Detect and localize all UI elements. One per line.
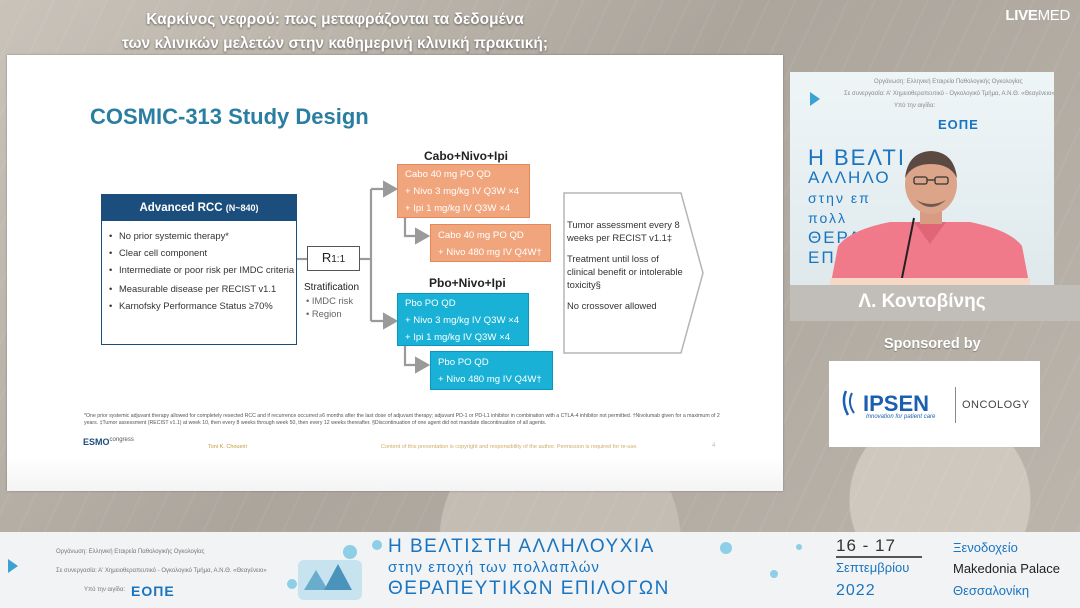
stratification: Stratification • IMDC risk • Region xyxy=(304,282,360,319)
outcome-box: Tumor assessment every 8 weeks per RECIS… xyxy=(563,192,704,354)
criterion: Measurable disease per RECIST v1.1 xyxy=(109,280,296,297)
speaker-video: Οργάνωση: Ελληνική Εταιρεία Παθολογικής … xyxy=(790,72,1054,285)
presentation-slide: COSMIC-313 Study Design Advanced RCC (N~… xyxy=(7,55,783,491)
outcome-item: No crossover allowed xyxy=(567,300,657,311)
thessaloniki-illustration xyxy=(287,545,362,600)
play-icon xyxy=(8,559,18,573)
event-year: 2022 xyxy=(836,582,876,599)
eope-logo: ΕΟΠΕ xyxy=(938,117,979,132)
arm-b-maintenance: Pbo PO QD + Nivo 480 mg IV Q4W† xyxy=(430,351,553,390)
outcome-item: Treatment until loss of clinical benefit… xyxy=(567,253,683,290)
banner-organizers: Οργάνωση: Ελληνική Εταιρεία Παθολογικής … xyxy=(56,549,267,593)
event-month: Σεπτεμβρίου xyxy=(836,560,910,575)
sponsor-logo: IPSEN Innovation for patient care ONCOLO… xyxy=(829,361,1040,447)
eope-logo: ΕΟΠΕ xyxy=(131,583,175,599)
talk-title: Καρκίνος νεφρού: πως μεταφράζονται τα δε… xyxy=(121,11,549,52)
venue-name: Makedonia Palace xyxy=(953,561,1060,576)
banner-headline: Η ΒΕΛΤΙΣΤΗ ΑΛΛΗΛΟΥΧΙΑ xyxy=(388,536,655,557)
slide-title: COSMIC-313 Study Design xyxy=(90,104,369,129)
venue-city: Θεσσαλονίκη xyxy=(953,583,1030,598)
randomization-box: R1:1 xyxy=(307,246,360,271)
ipsen-mark-icon xyxy=(842,390,855,416)
criterion: No prior systemic therapy* xyxy=(109,227,296,244)
author-credit: Toni K. Choueiri xyxy=(208,444,247,450)
sponsored-label: Sponsored by xyxy=(884,336,981,352)
copyright-notice: Content of this presentation is copyrigh… xyxy=(381,444,638,450)
event-banner: Οργάνωση: Ελληνική Εταιρεία Παθολογικής … xyxy=(0,532,1080,608)
criterion: Karnofsky Performance Status ≥70% xyxy=(109,297,296,314)
livemed-logo: LIVEMED xyxy=(1005,7,1070,24)
population-box: Advanced RCC (N~840) No prior systemic t… xyxy=(101,194,297,345)
venue-label: Ξενοδοχείο xyxy=(953,540,1018,555)
backdrop-headline: Η ΒΕΛΤΙ ΑΛΛΗΛΟ στην επ πολλ ΘΕΡΑ ΕΠΙ xyxy=(808,145,906,268)
speaker-figure xyxy=(830,151,1030,285)
arm-a-label: Cabo+Nivo+Ipi xyxy=(424,149,509,163)
population-header: Advanced RCC (N~840) xyxy=(102,195,296,221)
flow-connectors xyxy=(297,180,431,374)
backdrop-organizers: Οργάνωση: Ελληνική Εταιρεία Παθολογικής … xyxy=(844,79,1054,109)
outcome-item: Tumor assessment every 8 weeks per RECIS… xyxy=(567,219,680,243)
slide-footnote: *One prior systemic adjuvant therapy all… xyxy=(84,413,720,426)
arm-a-induction: Cabo 40 mg PO QD + Nivo 3 mg/kg IV Q3W ×… xyxy=(397,164,530,218)
event-dates: 16 - 17 xyxy=(836,536,896,555)
speaker-name-bar: Λ. Κοντοβίνης xyxy=(790,285,1080,321)
criterion: Intermediate or poor risk per IMDC crite… xyxy=(109,263,296,277)
arm-a-maintenance: Cabo 40 mg PO QD + Nivo 480 mg IV Q4W† xyxy=(430,224,551,262)
banner-headline-2: ΘΕΡΑΠΕΥΤΙΚΩΝ ΕΠΙΛΟΓΩΝ xyxy=(388,578,670,599)
play-icon xyxy=(810,92,820,106)
chevron-shape xyxy=(563,192,704,354)
slide-page-number: 4 xyxy=(712,443,716,449)
criterion: Clear cell component xyxy=(109,244,296,261)
arm-b-induction: Pbo PO QD + Nivo 3 mg/kg IV Q3W ×4 + Ipi… xyxy=(397,293,529,346)
esmo-logo: ESMOcongress xyxy=(83,437,134,447)
banner-subheadline: στην εποχή των πολλαπλών xyxy=(388,559,600,576)
arm-b-label: Pbo+Nivo+Ipi xyxy=(429,276,506,290)
